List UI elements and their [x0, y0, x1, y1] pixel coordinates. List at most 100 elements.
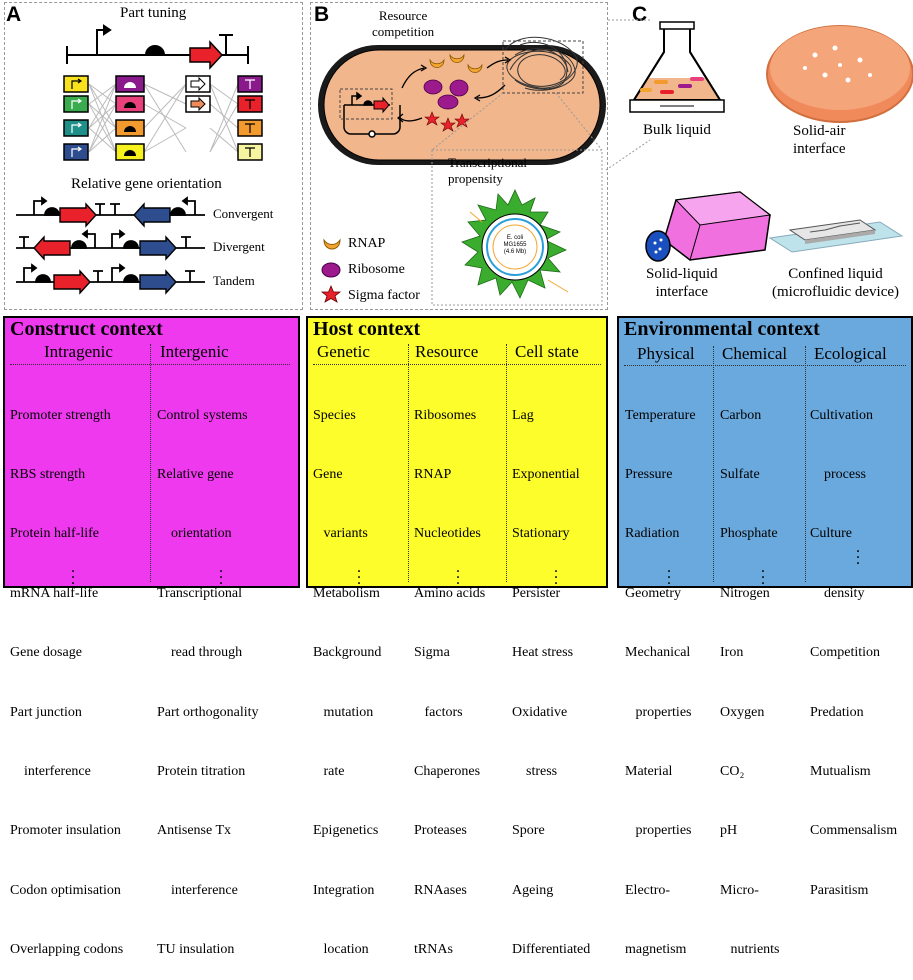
- list-item: Epigenetics: [313, 823, 379, 839]
- list-item: nutrients: [720, 942, 780, 958]
- list-item: Culture: [810, 526, 852, 542]
- ellipsis-vertical: ...: [219, 559, 223, 588]
- list-item: properties: [625, 823, 692, 839]
- host-genetic-list: Species Gene variants Metabolism Backgro…: [313, 366, 381, 980]
- ribosome-icon: [321, 262, 341, 278]
- list-item: properties: [625, 704, 692, 720]
- list-item: variants: [313, 526, 368, 542]
- environmental-context-box: [617, 316, 913, 588]
- list-item: orientation: [157, 526, 232, 542]
- host-context-box: [306, 316, 608, 588]
- list-item: tRNAs: [414, 942, 453, 958]
- ellipsis-vertical: ...: [554, 559, 558, 588]
- cds-variants: [185, 75, 211, 113]
- part-tuning-construct: [66, 24, 249, 70]
- list-item: Part orthogonality: [157, 704, 259, 720]
- list-item: Geometry: [625, 585, 681, 601]
- orientation-convergent: Convergent: [213, 206, 274, 221]
- list-item: Protein half-life: [10, 526, 100, 542]
- list-item: Stationary: [512, 526, 570, 542]
- list-item: Predation: [810, 704, 864, 720]
- genome-label: E. coli MG1655 (4.6 Mb): [503, 235, 527, 255]
- petri-dish-icon: [766, 25, 913, 123]
- list-item: Antisense Tx: [157, 823, 232, 839]
- combinatorial-lines: [88, 83, 239, 153]
- list-item: Transcriptional: [157, 585, 243, 601]
- list-item: Pressure: [625, 466, 673, 482]
- list-item: pH: [720, 823, 738, 839]
- list-item: Control systems: [157, 407, 248, 423]
- list-item: Metabolism: [313, 585, 380, 601]
- construct-column-rule: [150, 344, 151, 582]
- ellipsis-vertical: ...: [357, 559, 361, 588]
- construct-intergenic-list: Control systems Relative gene orientatio…: [157, 366, 259, 980]
- list-item: Relative gene: [157, 466, 234, 482]
- legend-rnap: RNAP: [348, 236, 386, 251]
- host-column-rule-1: [408, 344, 409, 582]
- list-item: interference: [157, 882, 238, 898]
- list-item: Sulfate: [720, 466, 760, 482]
- list-item: RNAases: [414, 882, 467, 898]
- list-item: Nucleotides: [414, 526, 481, 542]
- list-item: Integration: [313, 882, 375, 898]
- ellipsis-vertical: ...: [456, 559, 460, 588]
- host-header-rule: [313, 364, 601, 365]
- list-item: mutation: [313, 704, 374, 720]
- list-item: Background: [313, 645, 382, 661]
- construct-intragenic-list: Promoter strength RBS strength Protein h…: [10, 366, 123, 980]
- resource-competition-label: Resource competition: [372, 8, 435, 39]
- list-item: Oxidative: [512, 704, 568, 720]
- list-item: Promoter insulation: [10, 823, 121, 839]
- propensity-plot: [461, 189, 569, 299]
- transcriptional-propensity-label: Transcriptional propensity: [448, 155, 527, 186]
- ellipsis-vertical: ...: [71, 559, 75, 588]
- orientation-tandem: Tandem: [213, 273, 255, 288]
- construct-context-box: [3, 316, 300, 588]
- list-item: Commensalism: [810, 823, 898, 839]
- plasmid: [343, 91, 401, 138]
- orientation-divergent: Divergent: [213, 239, 265, 254]
- construct-header-intragenic: Intragenic: [44, 342, 113, 361]
- list-item: Amino acids: [414, 585, 486, 601]
- env-confined-liquid: Confined liquid (microfluidic device): [772, 266, 900, 300]
- terminator-variants: [237, 75, 263, 161]
- construct-context-title: Construct context: [10, 318, 163, 340]
- list-item: stress: [512, 763, 558, 779]
- list-item: Iron: [720, 645, 744, 661]
- list-item: Cultivation: [810, 407, 873, 423]
- rbs-variants: [115, 75, 145, 161]
- list-item: Mutualism: [810, 763, 871, 779]
- list-item: Overlapping codons: [10, 942, 124, 958]
- ribosome-molecules: [423, 79, 469, 110]
- env-header-rule: [624, 365, 906, 366]
- list-item: location: [313, 942, 369, 958]
- list-item: Promoter strength: [10, 407, 111, 423]
- host-resource-list: Ribosomes RNAP Nucleotides Amino acids S…: [414, 366, 485, 980]
- env-bulk-liquid: Bulk liquid: [643, 122, 711, 138]
- divergent-construct: [16, 229, 205, 261]
- list-item: Micro-: [720, 882, 759, 898]
- relative-orientation-title: Relative gene orientation: [71, 176, 222, 192]
- panel-b-letter: B: [314, 3, 330, 26]
- list-item: Species: [313, 407, 356, 423]
- ellipsis-vertical: ...: [667, 559, 671, 588]
- host-header-cell-state: Cell state: [515, 342, 579, 361]
- list-item: mRNA half-life: [10, 585, 99, 601]
- list-item: Lag: [512, 407, 534, 423]
- list-item: density: [810, 585, 865, 601]
- ellipsis-vertical: ...: [856, 539, 860, 568]
- chromosome: [504, 36, 578, 91]
- flux-arrows: [396, 56, 512, 123]
- list-item: Temperature: [625, 407, 696, 423]
- list-item: process: [810, 466, 866, 482]
- environmental-context-title: Environmental context: [624, 318, 820, 340]
- panel-a-frame: [4, 2, 303, 310]
- list-item: interference: [10, 763, 91, 779]
- list-item: Heat stress: [512, 645, 574, 661]
- promoter-variants: [63, 75, 89, 161]
- list-item: Protein titration: [157, 763, 246, 779]
- host-header-genetic: Genetic: [317, 342, 370, 361]
- env-column-rule-1: [713, 346, 714, 582]
- list-item: Gene dosage: [10, 645, 82, 661]
- host-cell-state-list: Lag Exponential Stationary Persister Hea…: [512, 366, 590, 980]
